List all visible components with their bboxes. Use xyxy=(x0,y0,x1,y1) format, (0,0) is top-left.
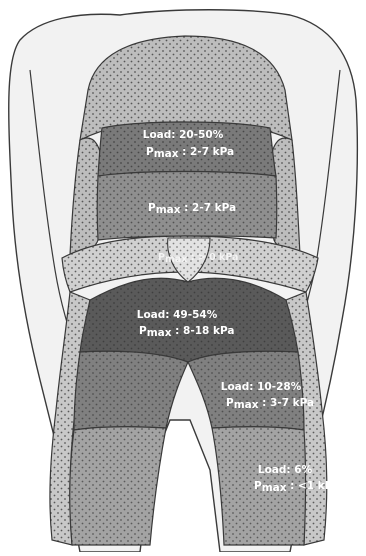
lower-leg-pmax-label: Pmax : <1 kPa xyxy=(254,480,339,494)
waist-pmax-value: : > 0 kPa xyxy=(187,252,238,263)
upper-back-pmax-label: Pmax : 2-7 kPa xyxy=(146,146,234,160)
upper-back-pmax-subscript: max xyxy=(154,148,179,160)
buttocks-load-label: Load: 49-54% xyxy=(137,309,218,321)
lower-back-pmax-value: : 2-7 kPa xyxy=(181,202,237,214)
upper-back-pmax-value: : 2-7 kPa xyxy=(179,146,235,158)
thigh-pmax-label: Pmax : 3-7 kPa xyxy=(226,397,314,411)
lower-back-pmax-subscript: max xyxy=(156,204,181,216)
thigh-pmax-subscript: max xyxy=(234,399,259,411)
thigh-load-label: Load: 10-28% xyxy=(221,381,302,393)
lower-leg-load-label: Load: 6% xyxy=(258,464,313,476)
waist-pmax-subscript: max xyxy=(165,254,187,265)
lower-leg-pmax-subscript: max xyxy=(262,482,287,494)
waist-pmax-symbol: P xyxy=(158,252,165,263)
buttocks-pmax-subscript: max xyxy=(147,327,172,339)
thigh-pmax-value: : 3-7 kPa xyxy=(259,397,315,409)
buttocks-pmax-value: : 8-18 kPa xyxy=(172,325,235,337)
buttocks-pmax-label: Pmax : 8-18 kPa xyxy=(139,325,234,339)
upper-back-load-label: Load: 20-50% xyxy=(143,129,224,141)
lower-leg-pmax-value: : <1 kPa xyxy=(287,480,340,492)
lower-back-pmax-label: Pmax : 2-7 kPa xyxy=(148,202,236,216)
